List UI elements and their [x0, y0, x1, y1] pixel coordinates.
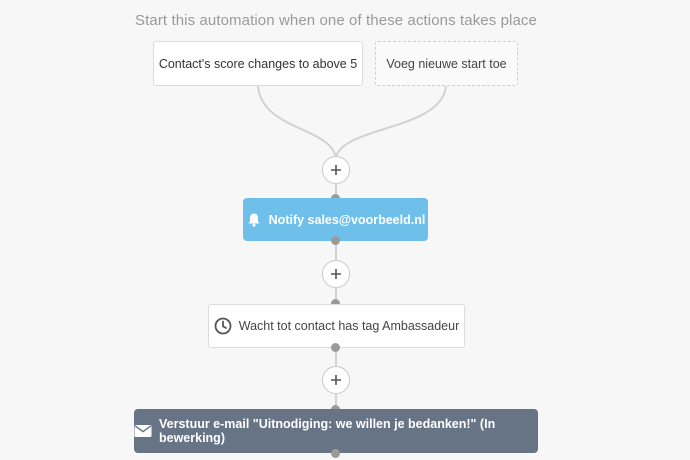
connector-line [335, 348, 337, 366]
step-wait-label: Wacht tot contact has tag Ambassadeur [238, 319, 460, 333]
clock-icon [214, 317, 232, 335]
plus-icon [331, 375, 341, 385]
connector-dot [331, 449, 340, 458]
add-step-button[interactable] [322, 156, 350, 184]
plus-icon [331, 165, 341, 175]
step-notify-label: Notify sales@voorbeeld.nl [268, 212, 426, 227]
connector-dot [331, 343, 340, 352]
connector-dot [331, 236, 340, 245]
connector-line [335, 241, 337, 260]
connector-line [335, 287, 337, 304]
add-step-button[interactable] [322, 260, 350, 288]
step-send-email-label: Verstuur e-mail "Uitnodiging: we willen … [159, 417, 496, 445]
envelope-icon [134, 424, 152, 438]
step-send-email[interactable]: Verstuur e-mail "Uitnodiging: we willen … [134, 409, 538, 453]
connector-line [335, 183, 337, 198]
step-notify[interactable]: Notify sales@voorbeeld.nl [243, 198, 428, 241]
add-step-button[interactable] [322, 366, 350, 394]
connector-line [335, 393, 337, 409]
bell-icon [246, 212, 262, 228]
connector-curve-right [335, 85, 447, 158]
trigger-label: Contact's score changes to above 5 [158, 56, 358, 71]
step-wait[interactable]: Wacht tot contact has tag Ambassadeur [208, 304, 465, 348]
add-new-start-label: Voeg nieuwe start toe [386, 56, 507, 71]
connector-curve-left [257, 85, 337, 158]
trigger-score-change[interactable]: Contact's score changes to above 5 [153, 41, 363, 86]
automation-start-heading: Start this automation when one of these … [135, 12, 537, 29]
connector-dot [331, 299, 340, 308]
plus-icon [331, 269, 341, 279]
add-new-start-button[interactable]: Voeg nieuwe start toe [375, 41, 518, 86]
